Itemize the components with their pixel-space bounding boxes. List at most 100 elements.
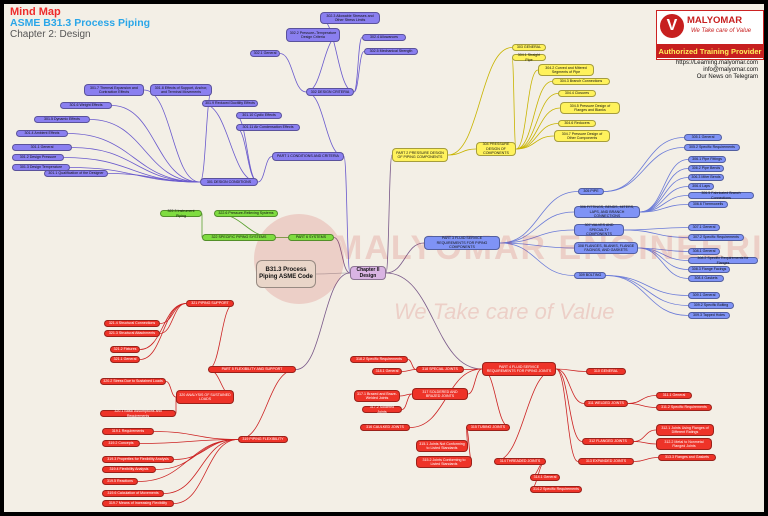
node-part6[interactable]: PART 6 SYSTEMS — [288, 234, 334, 241]
node-p2-304-5[interactable]: 304.5 Pressure Design of Flanges and Bla… — [560, 102, 620, 114]
node-p4-318[interactable]: 318 SPECIAL JOINTS — [416, 366, 464, 373]
node-p4-317-1[interactable]: 317.1 Brazed and Braze-Welded Joints — [354, 390, 400, 402]
node-p4-311[interactable]: 311 WELDED JOINTS — [584, 400, 628, 407]
telegram-link[interactable]: Our News on Telegram — [696, 74, 758, 80]
node-p3-306-5[interactable]: 306.5 Fabricated Branch Connections — [688, 191, 754, 200]
node-p5-319-5[interactable]: 319.5 Reactions — [102, 478, 138, 485]
node-p4-310[interactable]: 310 GENERAL — [586, 368, 626, 375]
node-p5-320-1[interactable]: 320.1 Basic Assumptions and Requirements — [100, 409, 176, 418]
node-p6-322-3[interactable]: 322.3 Instrument Piping — [160, 209, 202, 218]
node-part1[interactable]: PART 1 CONDITIONS AND CRITERIA — [272, 152, 344, 161]
node-p3-306-1[interactable]: 306.1 Pipe Fittings — [688, 156, 726, 163]
node-p5-321-1[interactable]: 321.1 General — [110, 356, 140, 363]
node-p2-304-7[interactable]: 304.7 Pressure Design of Other Component… — [554, 130, 610, 142]
node-p3-307-1[interactable]: 307.1 General — [688, 224, 720, 231]
node-p2-303[interactable]: 303 GENERAL — [512, 44, 546, 51]
node-p3-305-1[interactable]: 305.1 General — [684, 134, 722, 141]
node-p4-315[interactable]: 315 TUBING JOINTS — [466, 424, 510, 431]
node-p1-302[interactable]: 302 DESIGN CRITERIA — [306, 88, 354, 96]
node-p4-314[interactable]: 314 THREADED JOINTS — [494, 458, 546, 465]
node-p5-321-2[interactable]: 321.2 Fixtures — [110, 346, 140, 353]
node-p1-301-2[interactable]: 301.2 Design Pressure — [12, 154, 64, 161]
node-p1-302-1[interactable]: 302.1 General — [250, 50, 280, 57]
email-link[interactable]: info@malyomar.com — [703, 67, 758, 73]
node-p3-307[interactable]: 307 VALVES AND SPECIALTY COMPONENTS — [574, 223, 624, 236]
node-p6-322[interactable]: 322 SPECIFIC PIPING SYSTEMS — [202, 234, 276, 241]
node-p5-319-7[interactable]: 319.7 Means of Increasing Flexibility — [102, 500, 174, 507]
node-p5-319-2[interactable]: 319.2 Concepts — [102, 440, 140, 447]
node-part4[interactable]: PART 4 FLUID SERVICE REQUIREMENTS FOR PI… — [482, 362, 556, 376]
node-p1-301-3[interactable]: 301.3 Design Temperature — [12, 164, 70, 171]
node-chapter[interactable]: Chapter II Design — [350, 266, 386, 280]
node-p5-319-1[interactable]: 319.1 Requirements — [102, 428, 154, 435]
node-p4-318-1[interactable]: 318.1 General — [372, 368, 402, 375]
website-link[interactable]: https://Learning.malyomar.com — [675, 60, 758, 66]
node-p5-319-3[interactable]: 319.3 Properties for Flexibility Analysi… — [102, 456, 174, 463]
node-p3-305-2[interactable]: 305.2 Specific Requirements — [684, 144, 740, 151]
node-p5-321-3[interactable]: 321.3 Structural Attachments — [104, 330, 160, 337]
node-p2-304-2[interactable]: 304.2 Curved and Mitered Segments of Pip… — [538, 64, 594, 76]
node-p5-320[interactable]: 320 ANALYSIS OF SUSTAINED LOADS — [176, 390, 234, 404]
node-p4-316[interactable]: 316 CAULKED JOINTS — [360, 424, 410, 431]
node-p5-319-6[interactable]: 319.6 Calculation of Movements — [102, 490, 164, 497]
node-p4-312-1[interactable]: 312.1 Joints Using Flanges of Different … — [656, 424, 714, 436]
node-p3-309-2[interactable]: 309.2 Specific Bolting — [688, 302, 734, 309]
node-p4-313b[interactable]: 313.3 Flanges and Gaskets — [658, 454, 716, 461]
node-p4-313[interactable]: 313 EXPANDED JOINTS — [578, 458, 634, 465]
node-part5[interactable]: PART 5 FLEXIBILITY AND SUPPORT — [208, 366, 296, 373]
node-p3-306[interactable]: 306 FITTINGS, BENDS, MITERS, LAPS, AND B… — [574, 205, 640, 218]
node-root[interactable]: B31.3 Process Piping ASME Code — [256, 260, 316, 288]
node-p3-307-2[interactable]: 307.2 Specific Requirements — [688, 234, 744, 241]
node-p1-301-11[interactable]: 301.11 Air Condensation Effects — [236, 124, 300, 131]
node-p2-304-4[interactable]: 304.4 Closures — [558, 90, 596, 97]
node-p4-312[interactable]: 312 FLANGED JOINTS — [582, 438, 634, 445]
node-p4-315-2[interactable]: 315.2 Joints Conforming to Listed Standa… — [416, 456, 472, 468]
node-p1-301-6[interactable]: 301.6 Weight Effects — [60, 102, 112, 109]
node-p1-302-5[interactable]: 302.5 Mechanical Strength — [364, 48, 418, 55]
node-p6-322-6[interactable]: 322.6 Pressure-Relieving Systems — [214, 210, 278, 217]
node-p1-301-9[interactable]: 301.9 Reduced Ductility Effects — [202, 100, 258, 107]
node-p3-309[interactable]: 309 BOLTING — [574, 272, 606, 279]
node-p1-301-7[interactable]: 301.7 Thermal Expansion and Contraction … — [84, 84, 144, 96]
node-p4-311-1[interactable]: 311.1 General — [656, 392, 692, 399]
node-p3-306-2[interactable]: 306.2 Pipe Bends — [688, 165, 724, 172]
node-part2[interactable]: PART 2 PRESSURE DESIGN OF PIPING COMPONE… — [392, 148, 448, 162]
node-p3-308-4[interactable]: 308.4 Gaskets — [688, 275, 724, 282]
node-p4-314-2[interactable]: 314.2 Specific Requirements — [530, 486, 582, 493]
node-p3-308-3[interactable]: 308.3 Flange Facings — [688, 266, 730, 273]
node-p5-319[interactable]: 319 PIPING FLEXIBILITY — [238, 436, 288, 443]
node-p5-320-2[interactable]: 320.2 Stress Due to Sustained Loads — [100, 378, 166, 385]
node-p4-317[interactable]: 317 SOLDERED AND BRAZED JOINTS — [412, 388, 468, 400]
node-p2-304-6[interactable]: 304.6 Reducers — [558, 120, 596, 127]
node-p3-306-3[interactable]: 306.3 Miter Bends — [688, 174, 724, 181]
node-p4-315-1[interactable]: 315.1 Joints Not Conforming to Listed St… — [416, 440, 468, 452]
node-p5-321-4[interactable]: 321.4 Structural Connections — [104, 320, 160, 327]
node-p4-318-2[interactable]: 318.2 Specific Requirements — [350, 356, 408, 363]
node-p1-302-2[interactable]: 302.2 Pressure–Temperature Design Criter… — [286, 28, 340, 42]
node-p3-309-1[interactable]: 309.1 General — [688, 292, 720, 299]
node-p2-304[interactable]: 304 PRESSURE DESIGN OF COMPONENTS — [476, 142, 516, 156]
node-p3-309-3[interactable]: 309.3 Tapped Holes — [688, 312, 730, 319]
node-p3-306-6[interactable]: 306.6 Thermowells — [688, 201, 728, 208]
node-p4-311-2[interactable]: 311.2 Specific Requirements — [656, 404, 712, 411]
node-p4-317-2[interactable]: 317.2 Soldered Joints — [362, 405, 402, 414]
node-p1-302-4[interactable]: 302.4 Allowances — [362, 34, 406, 41]
node-p1-301-10[interactable]: 301.10 Cyclic Effects — [236, 112, 282, 119]
node-p1-301[interactable]: 301 DESIGN CONDITIONS — [200, 178, 258, 186]
node-p4-312-2[interactable]: 312.2 Metal to Nonmetal Flanged Joints — [656, 438, 712, 450]
node-p5-319-4[interactable]: 319.4 Flexibility Analysis — [102, 466, 156, 473]
node-p5-321[interactable]: 321 PIPING SUPPORT — [186, 300, 234, 307]
node-p3-305[interactable]: 305 PIPE — [578, 188, 604, 195]
node-p4-314-1[interactable]: 314.1 General — [530, 474, 560, 481]
node-p3-308-1[interactable]: 308.1 General — [688, 248, 720, 255]
node-p1-301-1b[interactable]: 301.1 Qualification of the Designer — [44, 170, 108, 177]
node-p2-304-3[interactable]: 304.3 Branch Connections — [552, 78, 610, 85]
node-p1-302-3[interactable]: 302.3 Allowable Stresses and Other Stres… — [320, 12, 380, 24]
node-p2-304-1[interactable]: 304.1 Straight Pipe — [512, 53, 546, 62]
node-p1-301-4[interactable]: 301.4 Ambient Effects — [16, 130, 68, 137]
node-p1-301-8[interactable]: 301.8 Effects of Support, Anchor, and Te… — [150, 84, 212, 96]
node-p1-301-5[interactable]: 301.5 Dynamic Effects — [34, 116, 90, 123]
node-p3-308[interactable]: 308 FLANGES, BLANKS, FLANGE FACINGS, AND… — [574, 242, 638, 254]
node-part3[interactable]: PART 3 FLUID SERVICE REQUIREMENTS FOR PI… — [424, 236, 500, 250]
node-p1-301-1[interactable]: 301.1 General — [12, 144, 72, 151]
